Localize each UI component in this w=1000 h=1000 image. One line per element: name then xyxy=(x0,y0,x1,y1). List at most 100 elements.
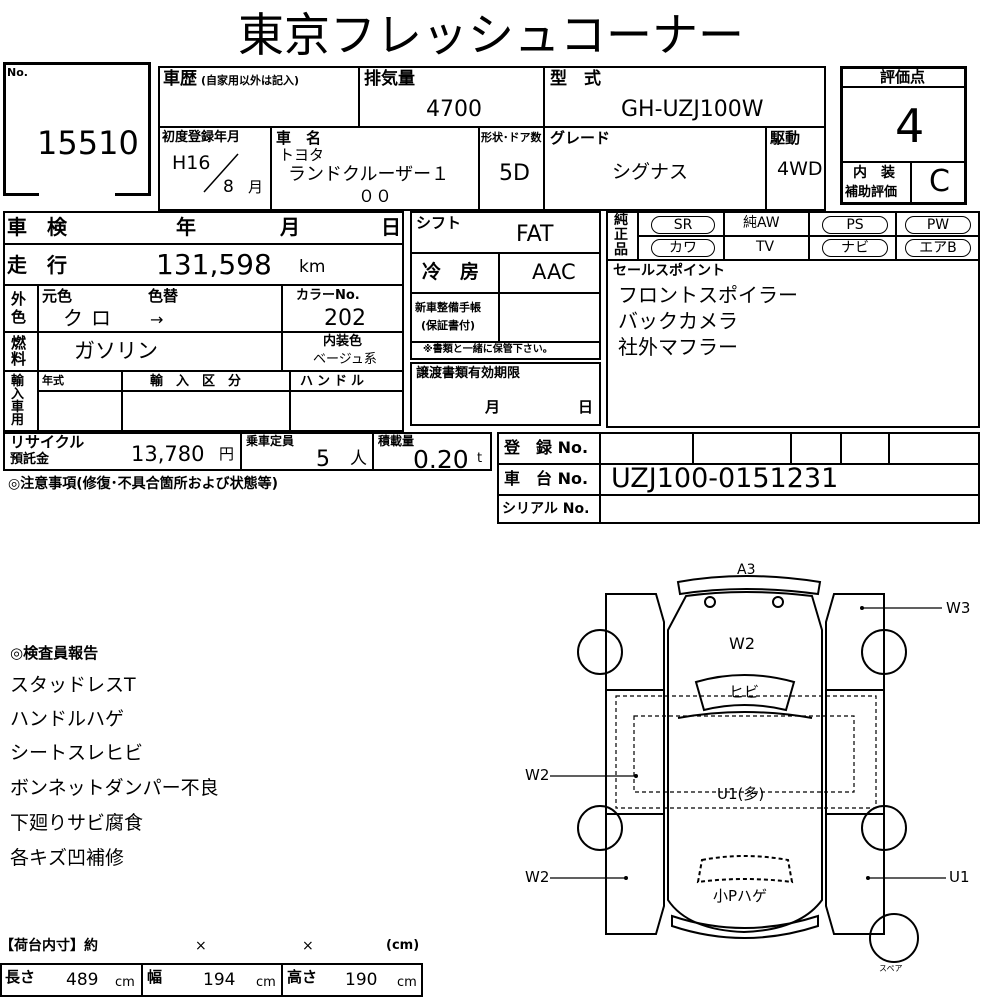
diagram-u1-mid: U1(多) xyxy=(717,785,765,803)
sales-points-label: セールスポイント xyxy=(613,263,725,279)
color-orig-label: 元色 xyxy=(42,287,73,305)
model-label: 型 式 xyxy=(550,69,601,89)
registration-era: H16 xyxy=(172,152,211,174)
equip-leather: カワ xyxy=(651,239,715,257)
inspector-item-5: 下廻りサビ腐食 xyxy=(10,812,144,834)
import-handle-label: ハンドル xyxy=(300,374,369,389)
cargo-width: 194 xyxy=(203,970,236,990)
cargo-height-label: 高さ xyxy=(287,968,318,986)
chassis-value: UZJ100-0151231 xyxy=(611,463,839,494)
recycle-label-2: 預託金 xyxy=(10,452,50,467)
diagram-small-p: 小Pハゲ xyxy=(713,887,768,905)
cargo-height-unit: cm xyxy=(397,975,417,990)
sales-point-1: フロントスポイラー xyxy=(618,283,798,307)
equip-airbag: エアB xyxy=(905,239,971,257)
cargo-height: 190 xyxy=(345,970,378,990)
displacement-value: 4700 xyxy=(426,97,482,122)
diagram-w2-top: W2 xyxy=(729,634,755,653)
recycle-value: 13,780 xyxy=(131,442,205,466)
load-unit: t xyxy=(477,451,483,466)
car-name-2: ００ xyxy=(358,187,392,207)
equip-sr: SR xyxy=(651,216,715,234)
equip-ps: PS xyxy=(822,216,888,234)
load-value: 0.20 xyxy=(413,445,469,474)
inspection-day: 日 xyxy=(381,215,401,239)
equip-alloy-wheel: 純AW xyxy=(743,215,780,231)
transfer-label: 譲渡書類有効期限 xyxy=(416,366,521,381)
drive-value: 4WD xyxy=(777,158,823,180)
cargo-length: 489 xyxy=(66,970,99,990)
car-name-label: 車 名 xyxy=(276,129,322,147)
mileage-value: 131,598 xyxy=(156,248,272,281)
color-orig-value: クロ xyxy=(63,306,119,330)
color-change-label: 色替 xyxy=(148,287,179,305)
registration-label: 初度登録年月 xyxy=(162,130,241,145)
color-no-label: カラーNo. xyxy=(296,288,360,303)
diagram-w3: W3 xyxy=(946,599,971,617)
reg-no-label: 登 録 No. xyxy=(504,438,589,457)
diagram-a3: A3 xyxy=(737,562,756,578)
import-year-label: 年式 xyxy=(42,374,64,387)
inspector-item-2: ハンドルハゲ xyxy=(10,708,125,730)
inspector-item-3: シートスレヒビ xyxy=(10,742,144,764)
history-label: 車歴 xyxy=(163,69,197,89)
score-value: 4 xyxy=(895,99,925,153)
grade-value: シグナス xyxy=(612,161,689,183)
maintenance-note: ※書類と一緒に保管下さい。 xyxy=(423,344,553,355)
load-label: 積載量 xyxy=(378,434,415,448)
diagram-w2-left: W2 xyxy=(525,766,550,784)
interior-score-label-2: 補助評価 xyxy=(845,185,898,200)
displacement-label: 排気量 xyxy=(364,69,415,89)
capacity-unit: 人 xyxy=(350,449,367,469)
cargo-x2: × xyxy=(302,938,314,954)
recycle-label-1: リサイクル xyxy=(10,433,85,451)
cargo-width-unit: cm xyxy=(256,975,276,990)
equip-pw: PW xyxy=(905,216,971,234)
recycle-unit: 円 xyxy=(219,445,235,463)
shift-label: シフト xyxy=(416,214,462,232)
doors-value: 5D xyxy=(499,161,530,186)
score-label: 評価点 xyxy=(880,68,926,86)
inspector-item-6: 各キズ凹補修 xyxy=(10,847,125,869)
equip-navi: ナビ xyxy=(822,239,888,257)
cargo-x1: × xyxy=(195,938,207,954)
interior-score-label-1: 内 装 xyxy=(853,165,895,181)
color-no-value: 202 xyxy=(324,306,366,331)
car-maker: トヨタ xyxy=(279,146,325,164)
mileage-unit: km xyxy=(299,257,326,277)
cargo-length-label: 長さ xyxy=(5,968,36,986)
stock-no-label: No. xyxy=(7,66,28,79)
import-type-label: 輸 入 区 分 xyxy=(150,374,242,389)
chassis-label: 車 台 No. xyxy=(504,469,589,488)
inspection-year: 年 xyxy=(176,215,196,239)
car-name: ランドクルーザー１ xyxy=(288,164,450,185)
maintenance-label-1: 新車整備手帳 xyxy=(415,301,481,314)
capacity-value: 5 xyxy=(316,447,330,472)
registration-slash xyxy=(200,152,240,194)
color-arrow: → xyxy=(150,310,164,329)
car-diagram xyxy=(550,575,946,963)
equipment-label: 純正品 xyxy=(614,212,628,258)
inspector-item-1: スタッドレスT xyxy=(10,674,136,696)
page-title: 東京フレッシュコーナー xyxy=(238,8,744,62)
model-value: GH-UZJ100W xyxy=(621,97,764,122)
diagram-spare: スペア xyxy=(879,964,903,973)
interior-score-value: C xyxy=(929,164,950,199)
inspection-label: 車 検 xyxy=(7,215,67,239)
inspection-month: 月 xyxy=(280,215,300,239)
diagram-hibi: ヒビ xyxy=(729,683,760,701)
maintenance-label-2: (保証書付) xyxy=(421,319,476,332)
import-side-label: 輸入車用 xyxy=(11,374,25,428)
doors-label: 形状･ドア数 xyxy=(481,131,542,144)
equip-tv: TV xyxy=(756,239,775,255)
notes-label: ◎注意事項(修復･不具合箇所および状態等) xyxy=(8,476,279,492)
diagram-w2-bottom: W2 xyxy=(525,868,550,886)
stock-number: 15510 xyxy=(37,124,139,162)
mileage-label: 走 行 xyxy=(7,253,67,277)
drive-label: 駆動 xyxy=(770,129,801,147)
color-side-label: 外色 xyxy=(11,290,27,326)
interior-color-value: ベージュ系 xyxy=(313,352,377,367)
grade-label: グレード xyxy=(550,129,611,147)
inspector-item-4: ボンネットダンパー不良 xyxy=(10,777,219,799)
cargo-label: 【荷台内寸】約 xyxy=(0,938,98,954)
